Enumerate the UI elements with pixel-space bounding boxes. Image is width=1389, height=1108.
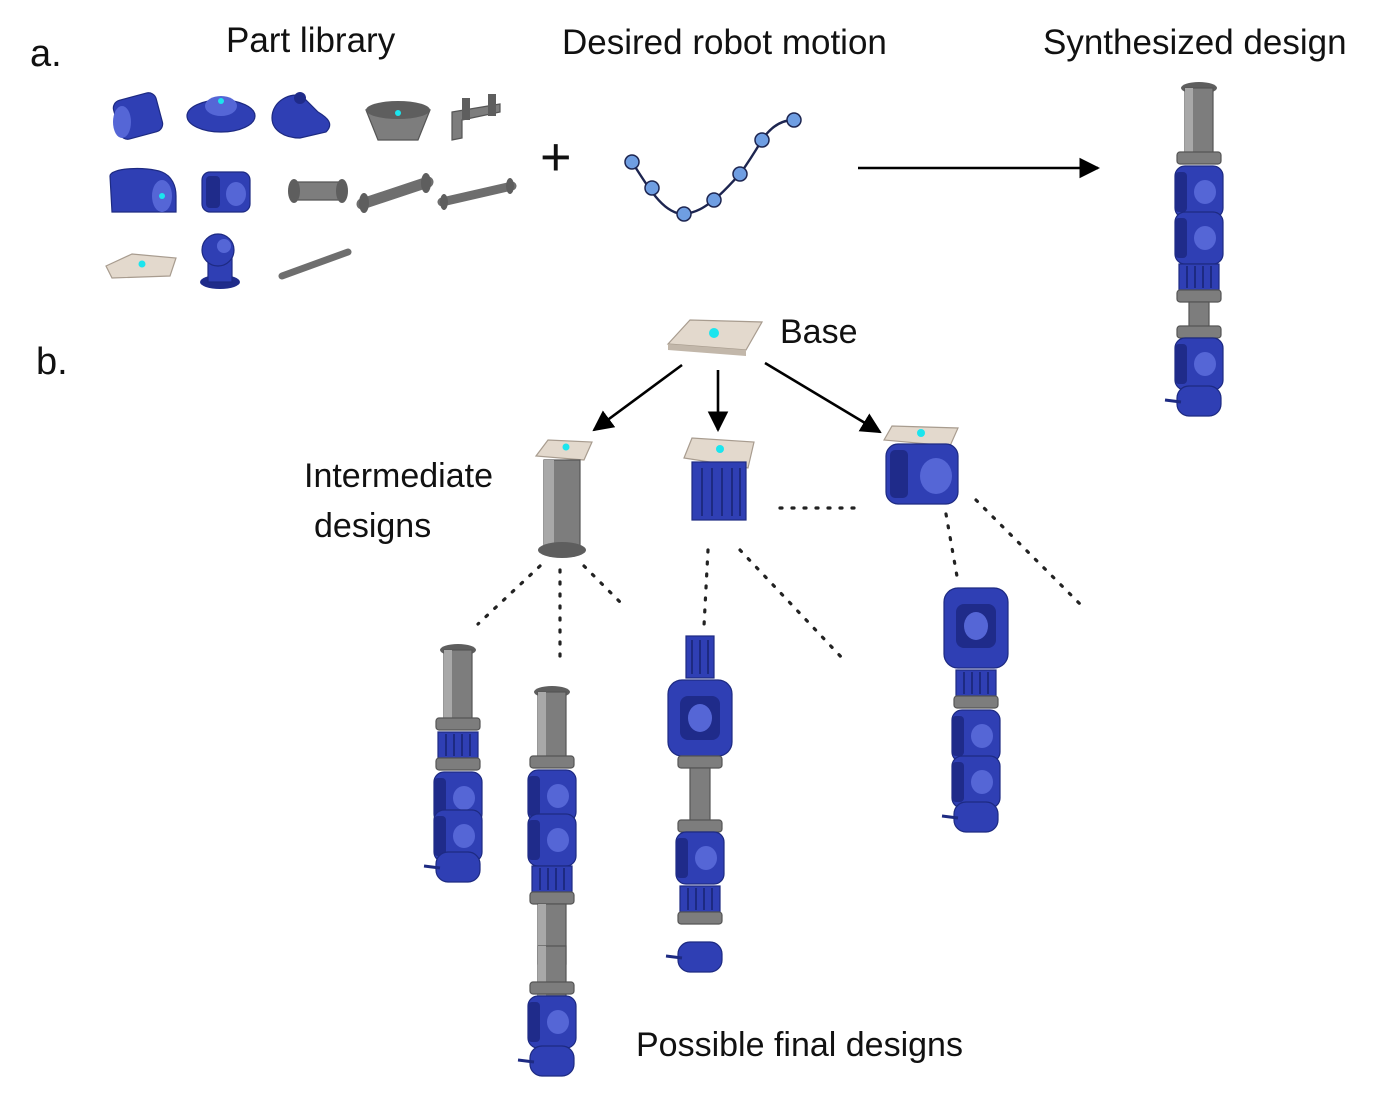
part-gray-short-link (288, 179, 348, 203)
desired-motion-title: Desired robot motion (562, 23, 887, 62)
part-blue-wrist (200, 233, 240, 289)
part-blue-turntable (186, 96, 256, 133)
trajectory-point (644, 180, 660, 196)
panel-b-label: b. (36, 341, 68, 383)
part-blue-motor-housing (109, 167, 177, 213)
synthesized-robot (1163, 82, 1224, 418)
part-blue-gripper (271, 92, 331, 139)
part-base-plate (105, 253, 177, 279)
trajectory-point (786, 112, 802, 128)
plus-sign: + (540, 127, 572, 187)
part-blue-elbow-joint (201, 171, 251, 213)
trajectory-point (706, 192, 722, 208)
intermediate-label-line1: Intermediate (304, 457, 493, 495)
intermediate-design-1 (534, 439, 593, 558)
final-design-1 (422, 644, 483, 884)
trajectory-point (676, 206, 692, 222)
tree-dotted-lines (476, 498, 1082, 668)
base-label: Base (780, 313, 858, 351)
trajectory-point (732, 166, 748, 182)
part-gray-bracket (451, 94, 501, 141)
tree-base-plate (666, 319, 764, 356)
part-blue-cylinder (112, 92, 164, 140)
trajectory-point (624, 154, 640, 170)
part-library-title: Part library (226, 21, 396, 60)
final-design-3 (664, 635, 733, 974)
desired-motion-trajectory (624, 112, 802, 222)
arrow-to-design-1 (592, 363, 683, 432)
part-gray-bowl (365, 101, 431, 141)
part-gray-medium-link (356, 173, 434, 213)
final-design-4 (940, 587, 1009, 834)
part-library (105, 92, 517, 289)
part-gray-long-link (437, 178, 517, 210)
intermediate-design-3 (883, 425, 959, 505)
panel-a-label: a. (30, 33, 62, 75)
trajectory-point (754, 132, 770, 148)
possible-final-designs-label: Possible final designs (636, 1026, 963, 1064)
synthesized-design-title: Synthesized design (1043, 23, 1347, 62)
part-gray-thin-link (278, 248, 352, 280)
intermediate-design-2 (683, 437, 755, 521)
intermediate-label-line2: designs (314, 507, 431, 545)
arrow-to-design-3 (764, 361, 882, 434)
final-design-2 (516, 686, 577, 1078)
